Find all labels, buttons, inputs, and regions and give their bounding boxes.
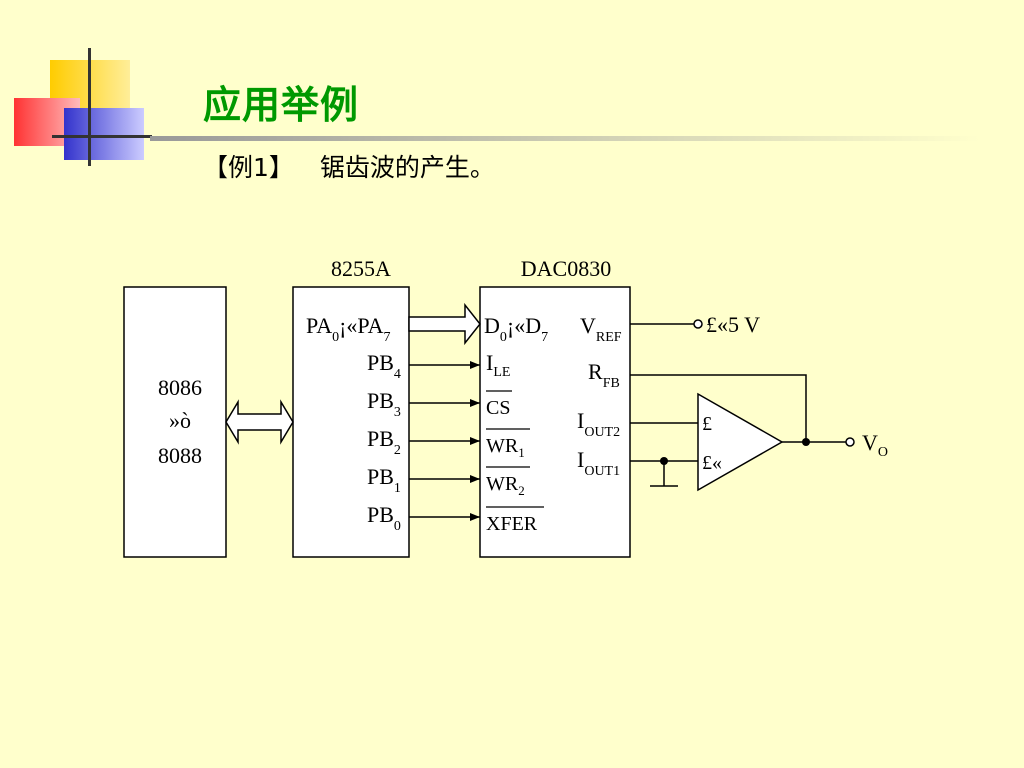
chip-8255a-label: 8255A: [331, 256, 391, 281]
cpu-box: [123, 286, 227, 558]
example-text: 锯齿波的产生。: [319, 153, 495, 182]
pin-iout1: IOUT1: [577, 447, 620, 479]
cpu-label-3: 8088: [158, 443, 202, 468]
cpu-label-1: 8086: [158, 375, 202, 400]
output-label: VO: [862, 430, 888, 460]
pin-cs: CS: [486, 397, 510, 419]
vref-terminal: [693, 319, 703, 329]
pin-pb0: PB0: [367, 502, 401, 534]
page-title: 应用举例: [203, 83, 360, 127]
pin-wr2: WR2: [486, 473, 525, 498]
pin-d-range: D0¡«D7: [484, 313, 548, 345]
chip-8255a-box: [292, 286, 410, 558]
pin-rfb: RFB: [588, 359, 620, 391]
output-junction: [802, 438, 810, 446]
pin-vref: VREF: [580, 313, 622, 345]
pin-pb2: PB2: [367, 426, 401, 458]
pin-xfer: XFER: [486, 513, 538, 535]
deco-blue-square: [64, 108, 144, 160]
vref-value: £«5 V: [706, 312, 760, 337]
output-terminal: [845, 437, 855, 447]
chip-dac-box: [479, 286, 631, 558]
cpu-label-2: »ò: [169, 408, 191, 433]
opamp-plus: £«: [702, 452, 722, 474]
cpu-bus-arrow: [225, 399, 294, 445]
example-tag: 【例1】: [203, 153, 294, 182]
pin-pb4: PB4: [367, 350, 401, 382]
deco-horizontal-line: [52, 135, 152, 138]
deco-vertical-line: [88, 48, 91, 166]
pin-ile: ILE: [486, 350, 510, 380]
pin-iout2: IOUT2: [577, 408, 620, 440]
pin-pb1: PB1: [367, 464, 401, 496]
chip-dac-label: DAC0830: [521, 256, 611, 281]
rfb-feedback-wire: [630, 374, 807, 442]
pin-pa-range: PA0¡«PA7: [306, 313, 391, 345]
corner-decoration: [0, 0, 200, 170]
opamp-triangle: [697, 392, 784, 492]
opamp-minus: £­: [702, 413, 712, 435]
example-heading: 【例1】锯齿波的产生。: [203, 148, 521, 184]
data-bus-arrow: [408, 302, 481, 346]
pin-pb3: PB3: [367, 388, 401, 420]
pin-wr1: WR1: [486, 435, 525, 460]
title-underline: [150, 136, 980, 141]
